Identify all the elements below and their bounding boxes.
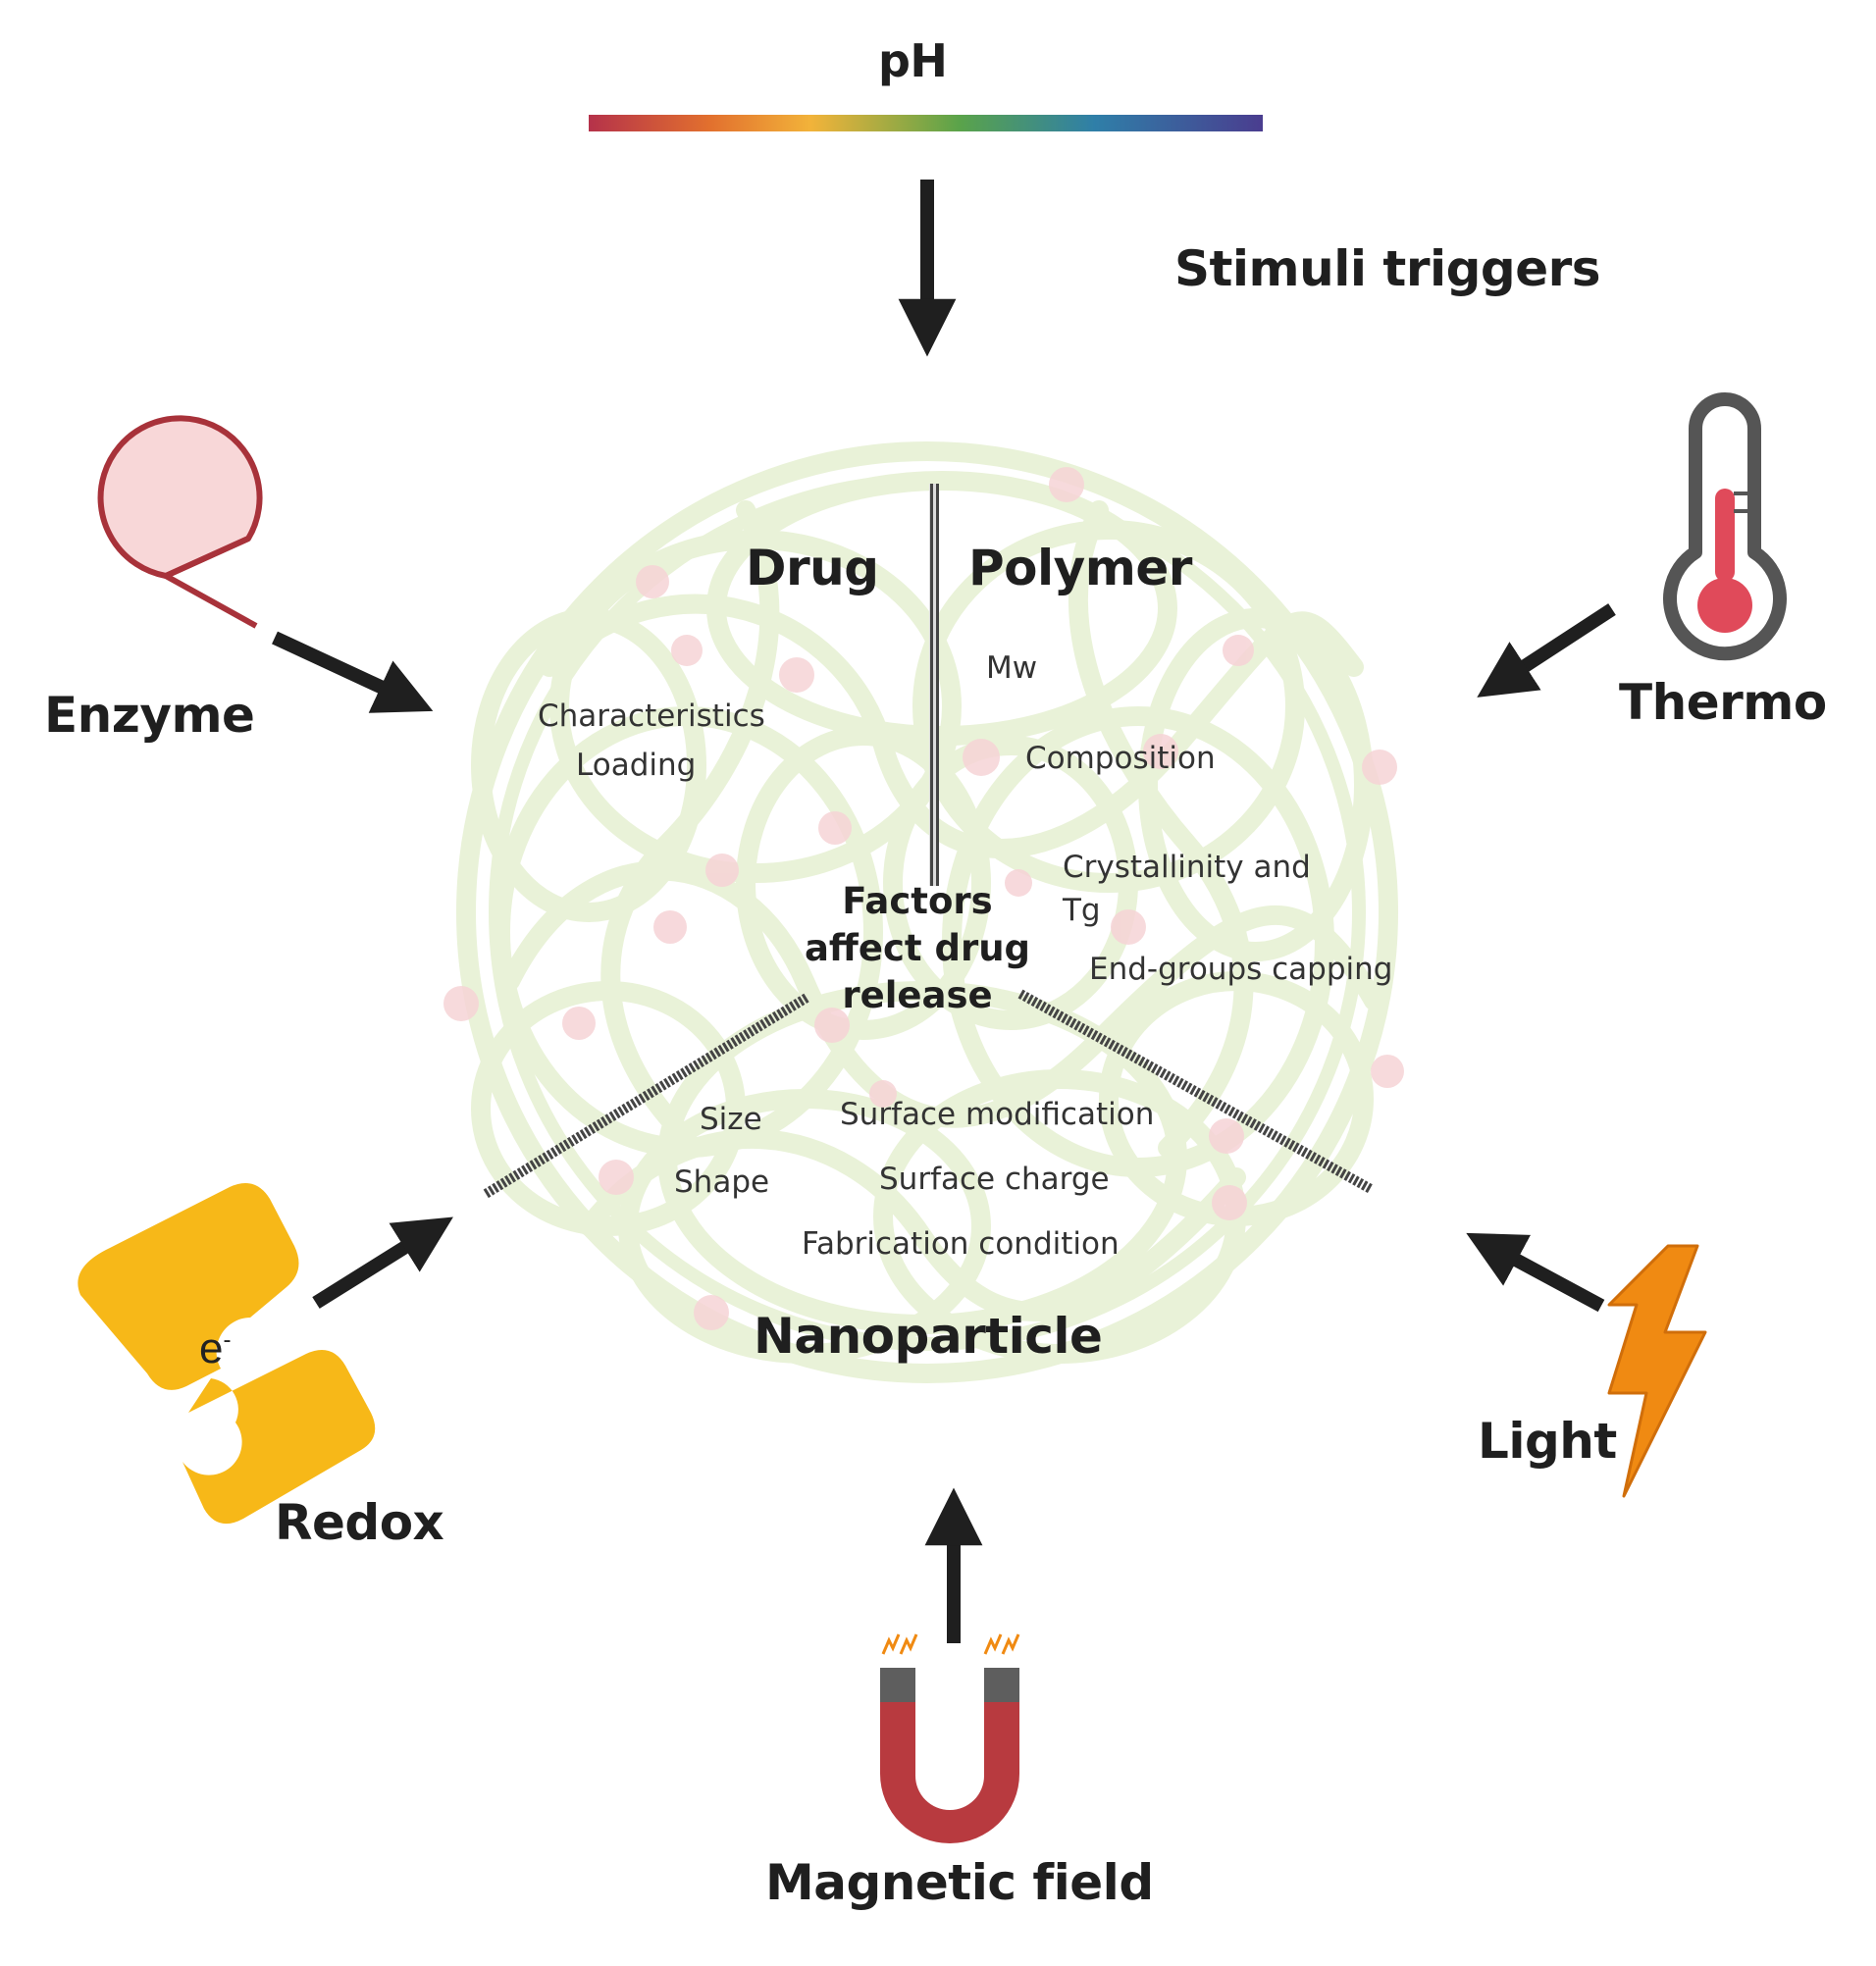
ph-gradient-bar [589,115,1263,131]
arrow-redox [312,1216,453,1309]
stimuli-arrows [272,180,1616,1643]
polymer-factor: Mw [986,650,1038,686]
center-title-line-1: Factors [842,880,993,922]
section-dividers [483,484,1374,1199]
arrow-thermo [1477,603,1616,698]
divider-right [1017,989,1374,1194]
enzyme-icon [97,415,263,579]
center-title-line-2: affect drug [804,927,1031,969]
arrow-light [1466,1232,1605,1313]
polymer-factor: End-groups capping [1089,952,1393,987]
drug-factor: Loading [576,748,697,783]
nanoparticle-heading: Nanoparticle [754,1308,1103,1365]
enzyme-label: Enzyme [44,687,255,744]
thermometer-icon [1663,392,1787,661]
lightning-icon [1607,1244,1707,1498]
magnetic-label: Magnetic field [765,1854,1154,1911]
polymer-dots [443,467,1404,1330]
electron-charge: - [223,1326,232,1354]
center-title-line-3: release [842,974,993,1016]
center-title: Factors affect drug release [785,878,1050,1019]
enzyme-icon-mouth [159,536,258,629]
redox-label: Redox [275,1494,444,1551]
magnet-icon [880,1633,1020,1843]
nanoparticle-factor: Surface modification [840,1097,1155,1132]
electron-symbol: e- [199,1324,231,1373]
drug-heading: Drug [746,540,879,596]
polymer-factor: Crystallinity and [1063,850,1311,885]
polymer-factor: Composition [1025,741,1216,776]
nanoparticle-factor: Fabrication condition [802,1226,1120,1262]
redox-icon [78,1183,376,1525]
polymer-heading: Polymer [968,540,1192,596]
thermo-label: Thermo [1619,674,1827,731]
divider-left [483,993,809,1199]
electron-symbol-text: e [199,1324,224,1372]
light-label: Light [1478,1413,1617,1470]
drug-factor: Characteristics [538,698,765,734]
nanoparticle-factor: Shape [674,1164,770,1200]
arrow-enzyme [272,631,434,713]
divider-vertical [929,484,939,886]
ph-label: pH [878,34,948,87]
polymer-factor: Tg [1063,893,1101,928]
stimuli-title: Stimuli triggers [1174,240,1601,297]
nanoparticle-factor: Size [700,1102,762,1137]
nanoparticle-factor: Surface charge [879,1162,1110,1197]
magnet-spark-icon [881,1633,1020,1655]
